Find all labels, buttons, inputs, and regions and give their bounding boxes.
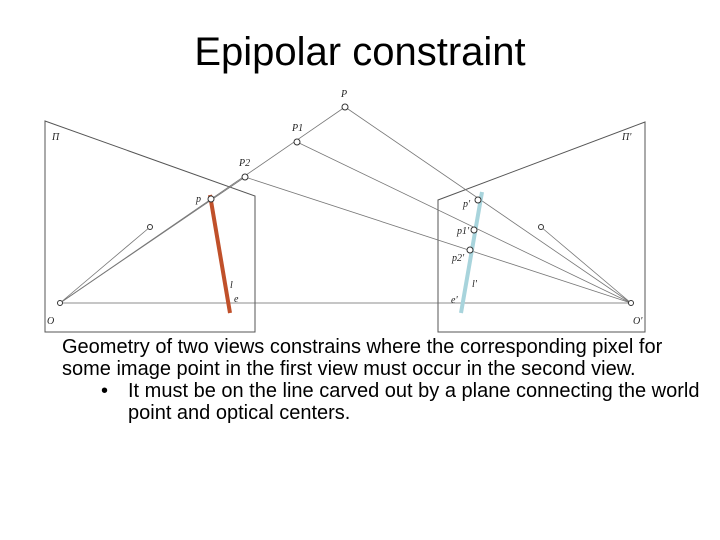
label-p1-prime: p1': [456, 226, 470, 237]
left-image-plane: [44, 120, 256, 333]
label-O-prime: O': [633, 316, 643, 327]
label-p2-prime: p2': [451, 253, 465, 264]
label-l: l: [230, 280, 233, 291]
slide-title: Epipolar constraint: [194, 30, 526, 74]
label-P1: P1: [291, 123, 303, 134]
point-P2: [241, 173, 249, 181]
label-p: p: [195, 194, 201, 205]
point-P1: [293, 138, 301, 146]
label-plane-right: Π': [621, 132, 632, 143]
left-rays: [59, 106, 346, 304]
right-image-plane: [437, 121, 646, 333]
slide-body: Geometry of two views constrains where t…: [62, 336, 702, 424]
right-rays: [244, 106, 632, 304]
label-P: P: [340, 89, 347, 100]
label-p-prime: p': [462, 199, 471, 210]
epipolar-geometry-diagram: P P1 P2 Π Π' p l e O p' p1' p2' l' e' O': [44, 89, 646, 333]
label-P2: P2: [238, 158, 250, 169]
bullet-symbol: •: [100, 380, 108, 402]
bullet-item: • It must be on the line carved out by a…: [62, 380, 702, 424]
label-e-prime: e': [451, 295, 458, 306]
bullet-text: It must be on the line carved out by a p…: [128, 380, 700, 424]
point-O: [57, 300, 63, 306]
point-O-prime: [628, 300, 634, 306]
left-epipolar-line: [208, 194, 232, 314]
label-plane-left: Π: [51, 132, 60, 143]
point-p1-prime: [470, 226, 478, 234]
label-l-prime: l': [472, 279, 478, 290]
point-left-extra: [147, 224, 153, 230]
point-right-extra: [538, 224, 544, 230]
points: [57, 103, 634, 306]
point-P: [341, 103, 349, 111]
point-p-prime: [474, 196, 482, 204]
point-p: [207, 195, 215, 203]
label-e: e: [234, 294, 239, 305]
body-paragraph: Geometry of two views constrains where t…: [62, 336, 663, 380]
label-O: O: [47, 316, 54, 327]
point-p2-prime: [466, 246, 474, 254]
